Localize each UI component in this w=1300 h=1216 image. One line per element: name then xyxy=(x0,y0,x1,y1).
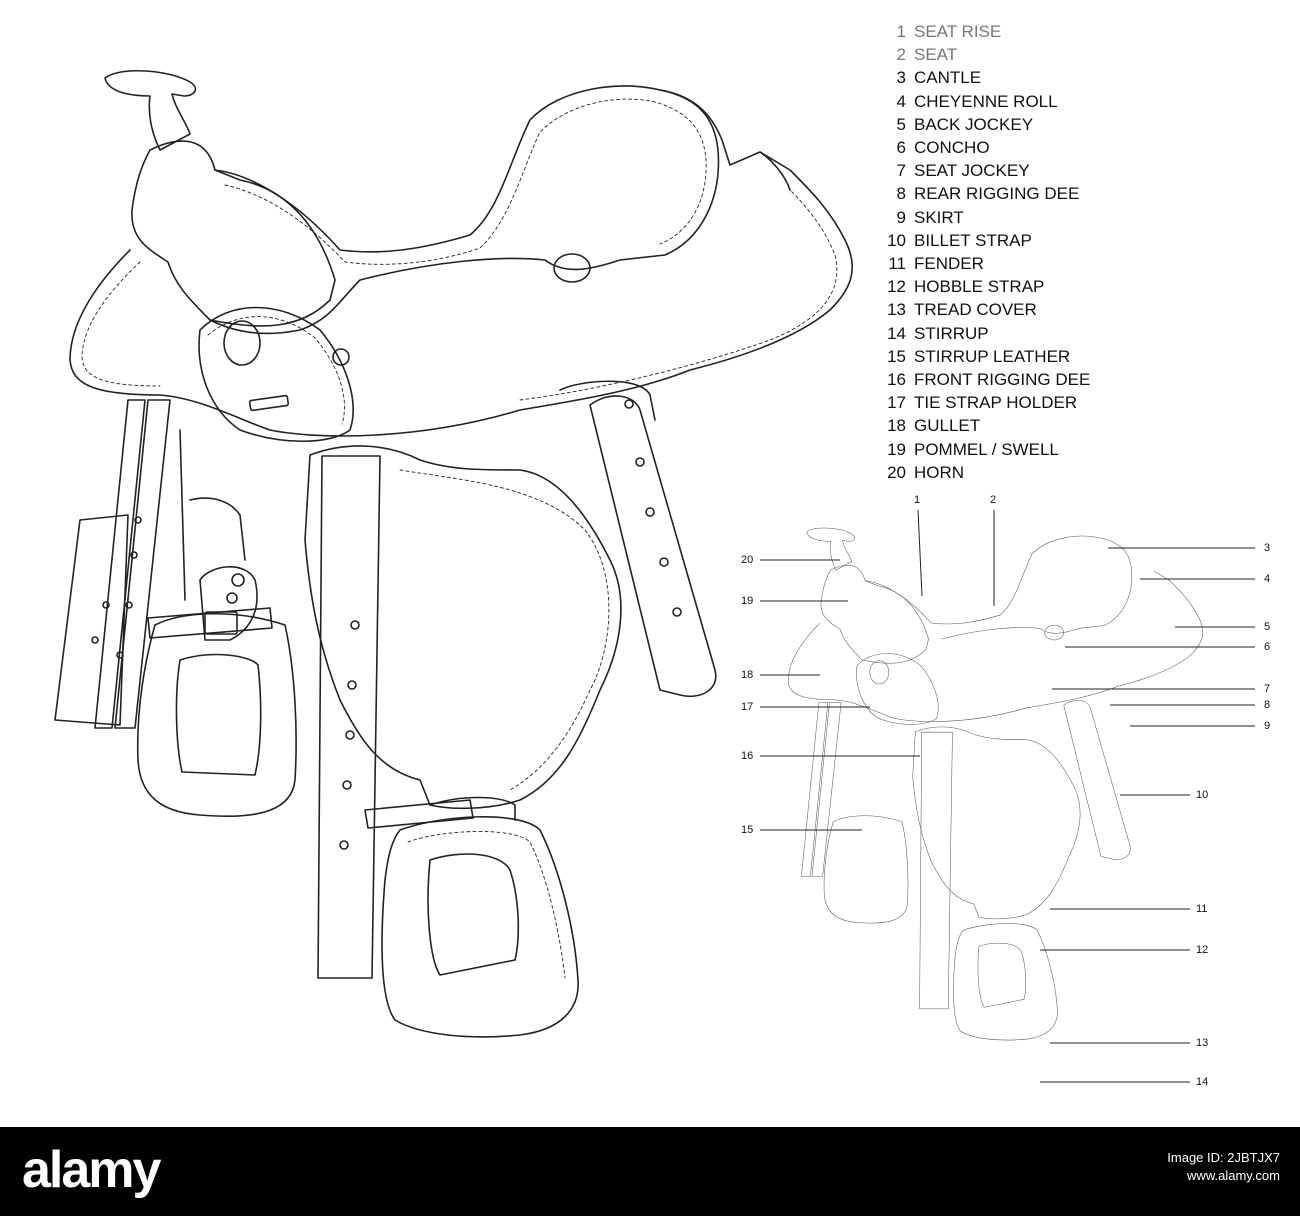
callout-number: 9 xyxy=(1264,720,1271,732)
legend-number: 10 xyxy=(887,230,906,250)
alamy-logo: alamy xyxy=(22,1141,161,1199)
callout-leaders xyxy=(760,509,1255,1083)
legend-number: 12 xyxy=(887,277,906,297)
callout-number: 15 xyxy=(741,824,754,836)
legend-item: 4 CHEYENNE ROLL xyxy=(880,90,1090,113)
callout-number: 2 xyxy=(990,494,997,506)
legend-item: 17 TIE STRAP HOLDER xyxy=(880,391,1090,414)
legend-item: 12 HOBBLE STRAP xyxy=(880,275,1090,298)
legend-item: 18 GULLET xyxy=(880,414,1090,437)
callout-number: 12 xyxy=(1196,944,1209,956)
legend-item: 8 REAR RIGGING DEE xyxy=(880,182,1090,205)
legend-item: 14 STIRRUP xyxy=(880,322,1090,345)
callout-number: 4 xyxy=(1264,573,1271,585)
legend-label: POMMEL / SWELL xyxy=(914,439,1059,459)
legend-number: 1 xyxy=(896,22,906,41)
legend-label: CHEYENNE ROLL xyxy=(914,91,1058,111)
legend-number: 3 xyxy=(896,68,906,88)
small-saddle-drawing xyxy=(787,527,1203,1041)
callout-number: 10 xyxy=(1196,789,1209,801)
callout-number: 8 xyxy=(1264,699,1271,711)
callout-number: 16 xyxy=(741,750,754,762)
legend-item: 15 STIRRUP LEATHER xyxy=(880,345,1090,368)
parts-legend: 1 SEAT RISE 2 SEAT 3 CANTLE 4 CHEYENNE ROLL 5 BAC… xyxy=(880,20,1090,484)
image-info: Image ID: 2JBTJX7 www.alamy.com xyxy=(1167,1149,1280,1185)
legend-item: 11 FENDER xyxy=(880,252,1090,275)
legend-item: 3 CANTLE xyxy=(880,66,1090,89)
callout-number: 20 xyxy=(741,554,754,566)
legend-label: TIE STRAP HOLDER xyxy=(914,393,1078,413)
legend-label: HOBBLE STRAP xyxy=(914,277,1045,297)
callout-number: 6 xyxy=(1264,641,1271,653)
legend-number: 17 xyxy=(887,393,906,413)
legend-label: BACK JOCKEY xyxy=(914,114,1034,134)
legend-label: SKIRT xyxy=(914,207,964,227)
footer-bar xyxy=(0,1127,1300,1216)
legend-number: 8 xyxy=(896,184,906,204)
legend-item: 9 SKIRT xyxy=(880,206,1090,229)
large-saddle-drawing xyxy=(54,69,853,1038)
legend-number: 15 xyxy=(887,346,906,366)
legend-number: 19 xyxy=(887,439,906,459)
legend-item: 7 SEAT JOCKEY xyxy=(880,159,1090,182)
legend-label: STIRRUP xyxy=(914,323,989,343)
legend-item: 2 SEAT xyxy=(880,43,1090,66)
callout-number: 19 xyxy=(741,595,754,607)
legend-label: FENDER xyxy=(914,254,984,274)
callout-number: 11 xyxy=(1196,903,1208,915)
legend-number: 14 xyxy=(887,323,906,343)
legend-label: SEAT RISE xyxy=(914,22,1002,41)
callout-number: 1 xyxy=(914,494,921,506)
legend-label: BILLET STRAP xyxy=(914,230,1032,250)
legend-label: HORN xyxy=(914,462,965,482)
legend-number: 7 xyxy=(896,161,906,181)
legend-number: 18 xyxy=(887,416,906,436)
legend-label: SEAT JOCKEY xyxy=(914,161,1030,181)
legend-item: 20 HORN xyxy=(880,461,1090,484)
legend-item: 1 SEAT RISE xyxy=(880,20,1090,43)
legend-number: 5 xyxy=(896,114,906,134)
legend-item: 16 FRONT RIGGING DEE xyxy=(880,368,1090,391)
callout-number: 13 xyxy=(1196,1037,1209,1049)
legend-item: 13 TREAD COVER xyxy=(880,298,1090,321)
callout-number: 3 xyxy=(1264,542,1271,554)
legend-label: REAR RIGGING DEE xyxy=(914,184,1080,204)
legend-label: SEAT xyxy=(914,45,958,65)
legend-label: FRONT RIGGING DEE xyxy=(914,370,1091,390)
legend-item: 10 BILLET STRAP xyxy=(880,229,1090,252)
legend-number: 9 xyxy=(896,207,906,227)
site-url: www.alamy.com xyxy=(1187,1168,1280,1183)
callout-number: 14 xyxy=(1196,1076,1209,1088)
image-id: Image ID: 2JBTJX7 xyxy=(1167,1150,1280,1165)
legend-label: CONCHO xyxy=(914,138,990,158)
legend-number: 4 xyxy=(896,91,906,111)
legend-item: 6 CONCHO xyxy=(880,136,1090,159)
legend-number: 20 xyxy=(887,462,906,482)
legend-label: TREAD COVER xyxy=(914,300,1037,320)
legend-label: CANTLE xyxy=(914,68,982,88)
legend-number: 11 xyxy=(888,254,906,274)
legend-label: STIRRUP LEATHER xyxy=(914,346,1071,366)
callout-number: 18 xyxy=(741,669,754,681)
legend-number: 16 xyxy=(887,370,906,390)
legend-number: 2 xyxy=(896,45,906,65)
callout-number: 7 xyxy=(1264,683,1271,695)
callout-number: 17 xyxy=(741,701,754,713)
legend-item: 19 POMMEL / SWELL xyxy=(880,438,1090,461)
legend-number: 13 xyxy=(887,300,906,320)
legend-item: 5 BACK JOCKEY xyxy=(880,113,1090,136)
callout-number: 5 xyxy=(1264,621,1271,633)
legend-number: 6 xyxy=(896,138,906,158)
legend-label: GULLET xyxy=(914,416,981,436)
